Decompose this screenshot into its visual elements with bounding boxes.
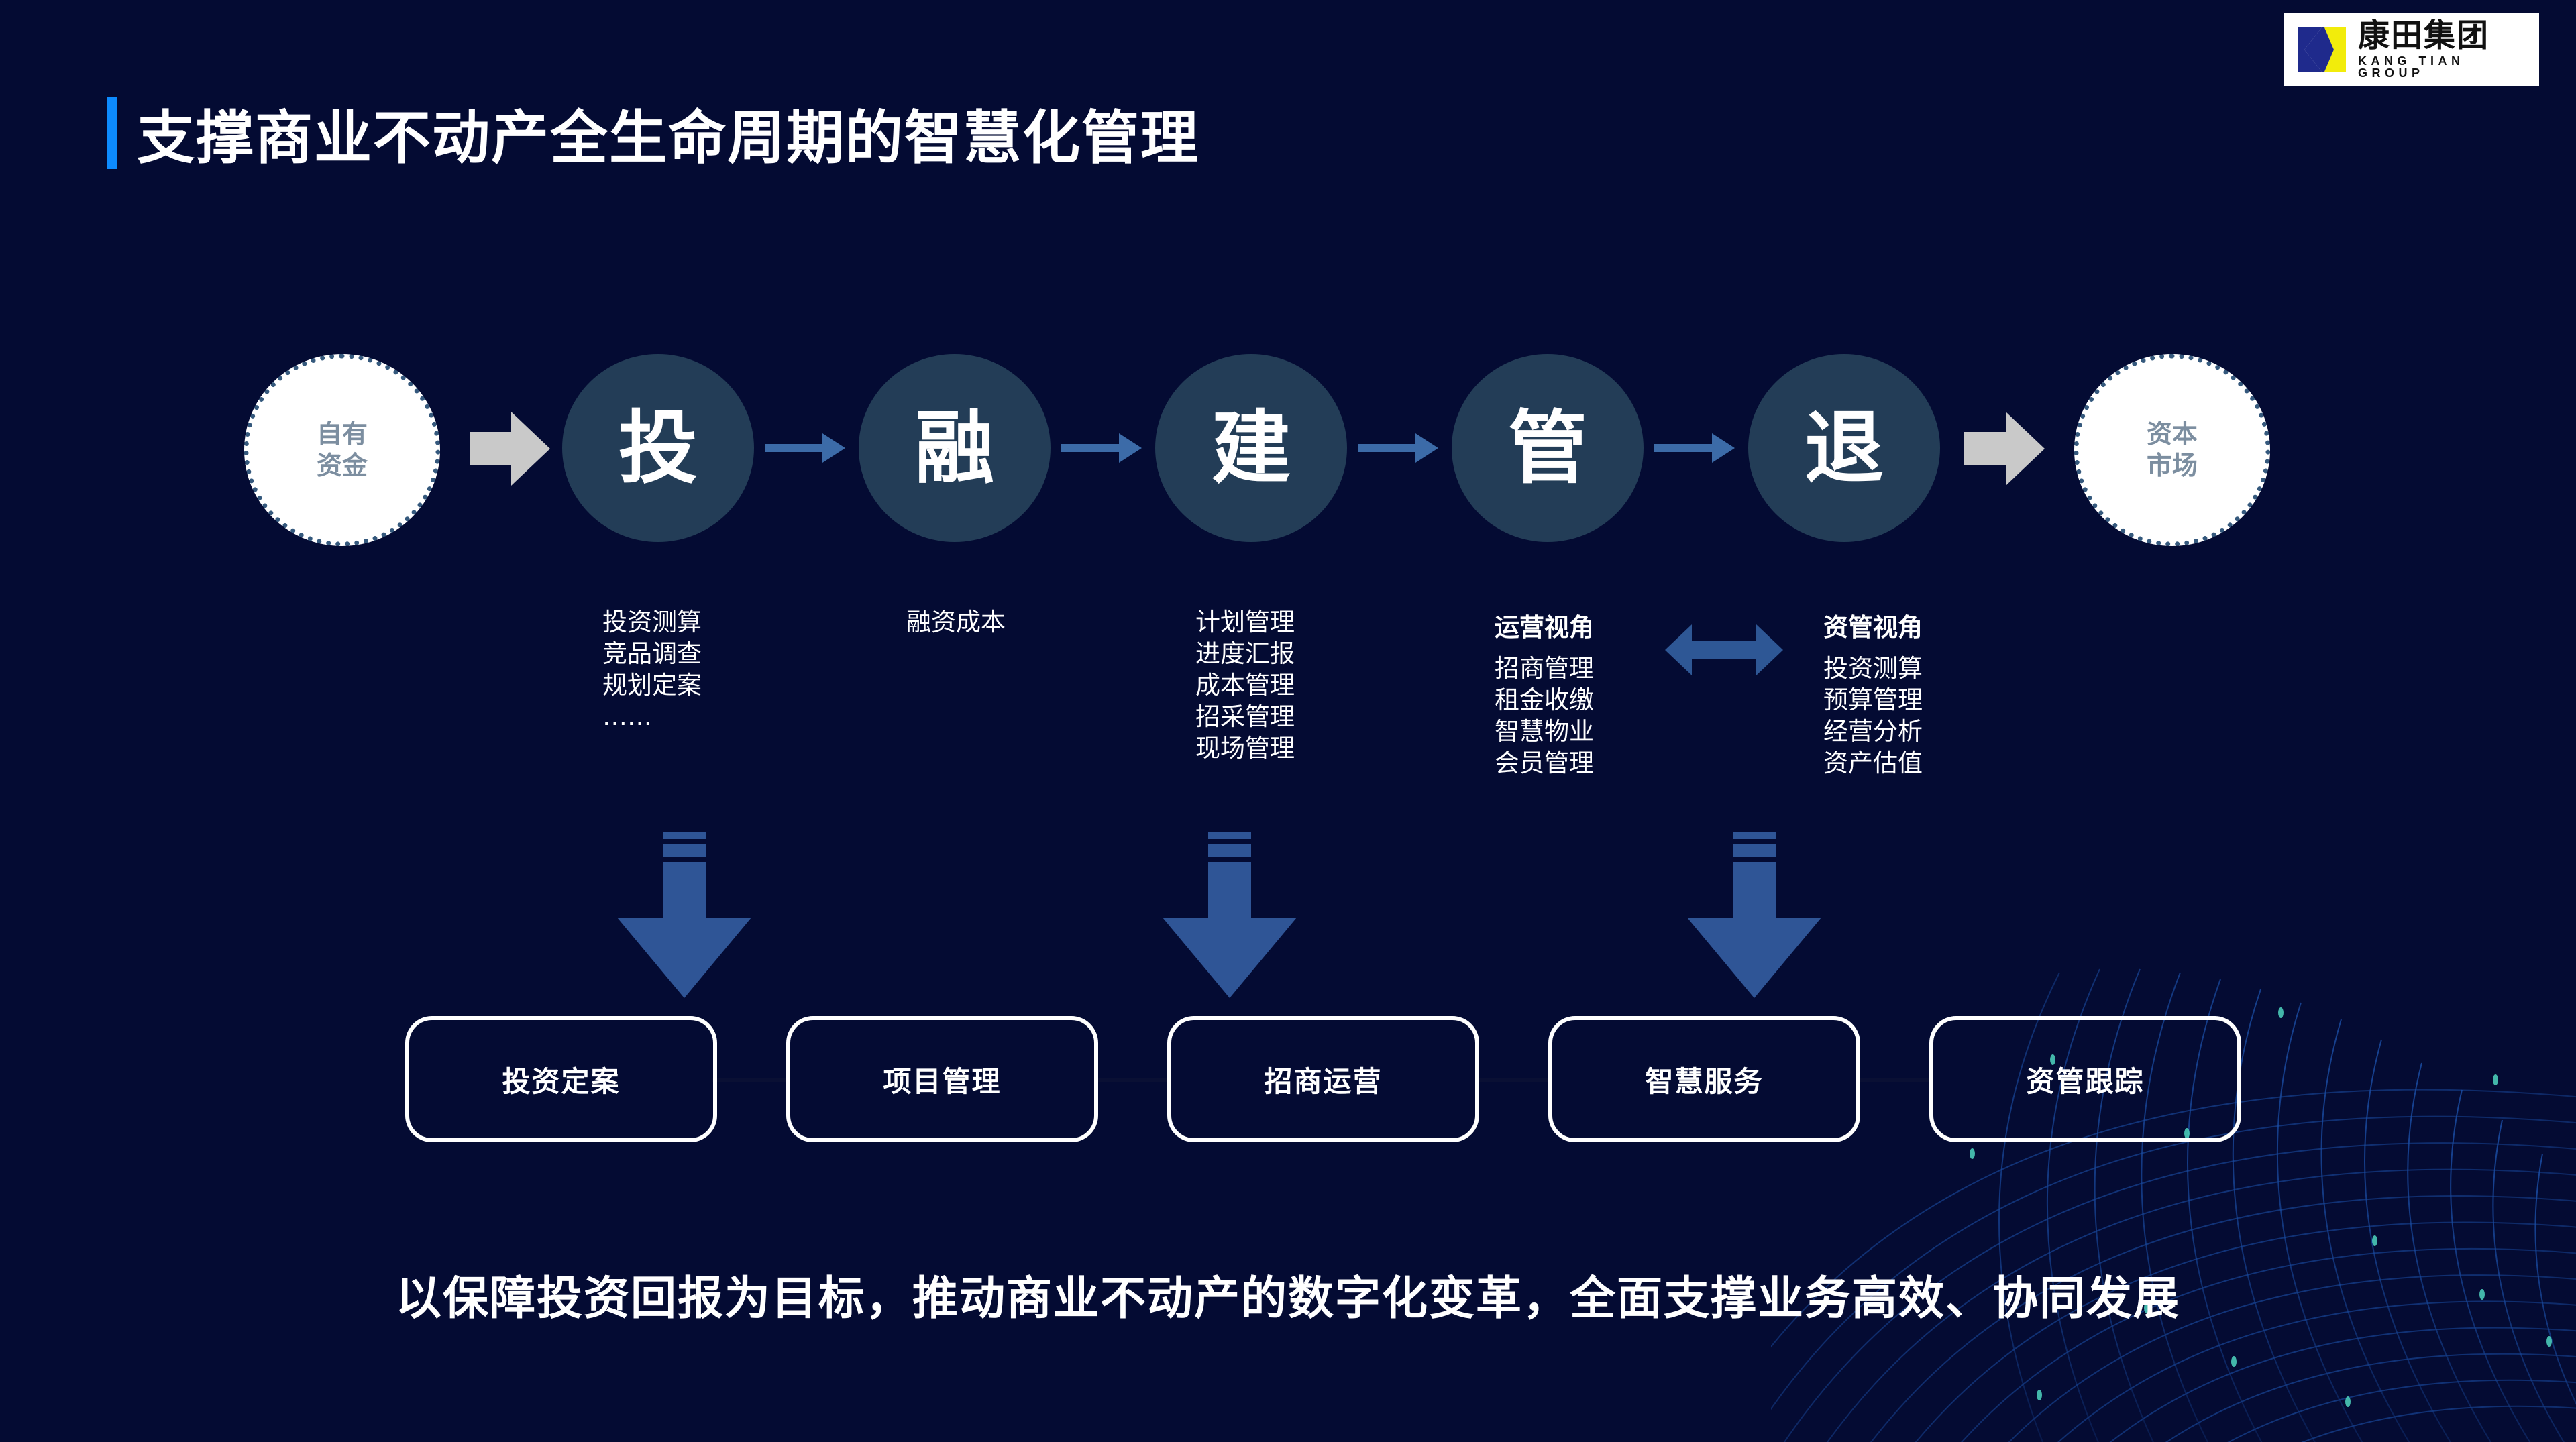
detail-item: 经营分析 bbox=[1823, 716, 1923, 746]
decorative-mesh-background bbox=[1771, 968, 2576, 1442]
detail-item: 进度汇报 bbox=[1195, 639, 1295, 668]
flow-node-end[interactable]: 资本 市场 bbox=[2074, 354, 2270, 546]
gray-arrow-right-icon-end bbox=[1964, 412, 2045, 486]
detail-column-header: 运营视角 bbox=[1495, 613, 1594, 642]
capability-box-label: 资管跟踪 bbox=[2026, 1064, 2145, 1098]
stage-circle-tui: 退 bbox=[1748, 354, 1940, 542]
detail-item: 招采管理 bbox=[1195, 702, 1295, 731]
page-title: 支撑商业不动产全生命周期的智慧化管理 bbox=[107, 91, 1199, 174]
stage-char-guan: 管 bbox=[1507, 402, 1587, 494]
end-label-line1: 资本 bbox=[2146, 419, 2198, 449]
blue-arrow-right-icon-1 bbox=[765, 433, 845, 463]
bidirectional-arrow-icon bbox=[1665, 624, 1783, 675]
detail-item: 现场管理 bbox=[1195, 733, 1295, 763]
detail-item: 租金收缴 bbox=[1495, 685, 1594, 714]
kangtian-k-mark-icon bbox=[2298, 27, 2346, 72]
capability-box-smart-service[interactable]: 智慧服务 bbox=[1548, 1016, 1860, 1142]
detail-item: 智慧物业 bbox=[1495, 716, 1594, 746]
detail-item: 融资成本 bbox=[906, 608, 1006, 636]
box-connector bbox=[1095, 1078, 1169, 1082]
blue-arrow-right-icon-4 bbox=[1654, 433, 1735, 463]
page-title-text: 支撑商业不动产全生命周期的智慧化管理 bbox=[137, 105, 1199, 172]
capability-box-label: 投资定案 bbox=[502, 1064, 621, 1098]
detail-column-operation-view: 运营视角 招商管理 租金收缴 智慧物业 会员管理 bbox=[1495, 613, 1594, 779]
logo-chinese-name: 康田集团 bbox=[2358, 17, 2489, 54]
stage-char-rong: 融 bbox=[914, 402, 994, 494]
start-label-line1: 自有 bbox=[316, 419, 368, 449]
detail-column-tou: 投资测算 竞品调查 规划定案 …… bbox=[602, 607, 702, 733]
flow-node-start[interactable]: 自有 资金 bbox=[244, 354, 440, 546]
detail-item: 招商管理 bbox=[1495, 653, 1594, 683]
flow-node-guan[interactable]: 管 bbox=[1452, 354, 1644, 542]
detail-column-jian: 计划管理 进度汇报 成本管理 招采管理 现场管理 bbox=[1195, 607, 1295, 765]
blue-arrow-right-icon-2 bbox=[1061, 433, 1142, 463]
box-connector bbox=[1857, 1078, 1931, 1082]
stage-circle-rong: 融 bbox=[859, 354, 1051, 542]
logo-english-name: KANG TIAN GROUP bbox=[2358, 54, 2465, 80]
stage-char-tou: 投 bbox=[618, 402, 698, 494]
down-arrow-icon-2 bbox=[1163, 832, 1297, 998]
detail-item: 计划管理 bbox=[1195, 608, 1295, 636]
detail-item: …… bbox=[602, 702, 652, 731]
down-arrow-icon-1 bbox=[617, 832, 751, 998]
start-label-line2: 资金 bbox=[316, 451, 368, 480]
title-accent-bar bbox=[107, 96, 117, 169]
detail-column-rong: 融资成本 bbox=[865, 607, 1046, 639]
box-connector bbox=[1476, 1078, 1550, 1082]
stage-circle-tou: 投 bbox=[562, 354, 754, 542]
detail-item: 投资测算 bbox=[602, 608, 702, 636]
stage-circle-guan: 管 bbox=[1452, 354, 1644, 542]
capability-box-project[interactable]: 项目管理 bbox=[786, 1016, 1098, 1142]
end-circle: 资本 市场 bbox=[2074, 354, 2270, 546]
detail-column-header: 资管视角 bbox=[1823, 613, 1923, 642]
capability-box-label: 项目管理 bbox=[883, 1064, 1002, 1098]
footer-statement: 以保障投资回报为目标，推动商业不动产的数字化变革，全面支撑业务高效、协同发展 bbox=[395, 1272, 2180, 1325]
company-logo: 康田集团 KANG TIAN GROUP bbox=[2284, 13, 2539, 86]
detail-item: 投资测算 bbox=[1823, 653, 1923, 683]
detail-item: 成本管理 bbox=[1195, 670, 1295, 700]
detail-column-asset-view: 资管视角 投资测算 预算管理 经营分析 资产估值 bbox=[1823, 613, 1923, 779]
capability-box-label: 招商运营 bbox=[1264, 1064, 1383, 1098]
capability-box-investment[interactable]: 投资定案 bbox=[405, 1016, 717, 1142]
capability-box-leasing[interactable]: 招商运营 bbox=[1167, 1016, 1479, 1142]
detail-item: 竞品调查 bbox=[602, 639, 702, 668]
start-circle: 自有 资金 bbox=[244, 354, 440, 546]
stage-char-jian: 建 bbox=[1211, 402, 1291, 494]
gray-arrow-right-icon-start bbox=[470, 412, 550, 486]
capability-box-row: 投资定案 项目管理 招商运营 智慧服务 资管跟踪 bbox=[0, 1016, 2576, 1144]
flow-node-tou[interactable]: 投 bbox=[562, 354, 754, 542]
stage-circle-jian: 建 bbox=[1155, 354, 1347, 542]
lifecycle-flow-row: 自有 资金 投 融 建 管 退 bbox=[0, 354, 2576, 546]
box-connector bbox=[712, 1078, 786, 1082]
blue-arrow-right-icon-3 bbox=[1358, 433, 1438, 463]
flow-node-tui[interactable]: 退 bbox=[1748, 354, 1940, 542]
flow-node-rong[interactable]: 融 bbox=[859, 354, 1051, 542]
detail-item: 规划定案 bbox=[602, 670, 702, 700]
down-arrow-icon-3 bbox=[1687, 832, 1821, 998]
detail-item: 会员管理 bbox=[1495, 748, 1594, 777]
flow-node-jian[interactable]: 建 bbox=[1155, 354, 1347, 542]
capability-box-label: 智慧服务 bbox=[1645, 1064, 1764, 1098]
detail-item: 资产估值 bbox=[1823, 748, 1923, 777]
end-label-line2: 市场 bbox=[2146, 451, 2198, 480]
detail-item: 预算管理 bbox=[1823, 685, 1923, 714]
stage-char-tui: 退 bbox=[1804, 402, 1884, 494]
capability-box-asset-tracking[interactable]: 资管跟踪 bbox=[1929, 1016, 2241, 1142]
